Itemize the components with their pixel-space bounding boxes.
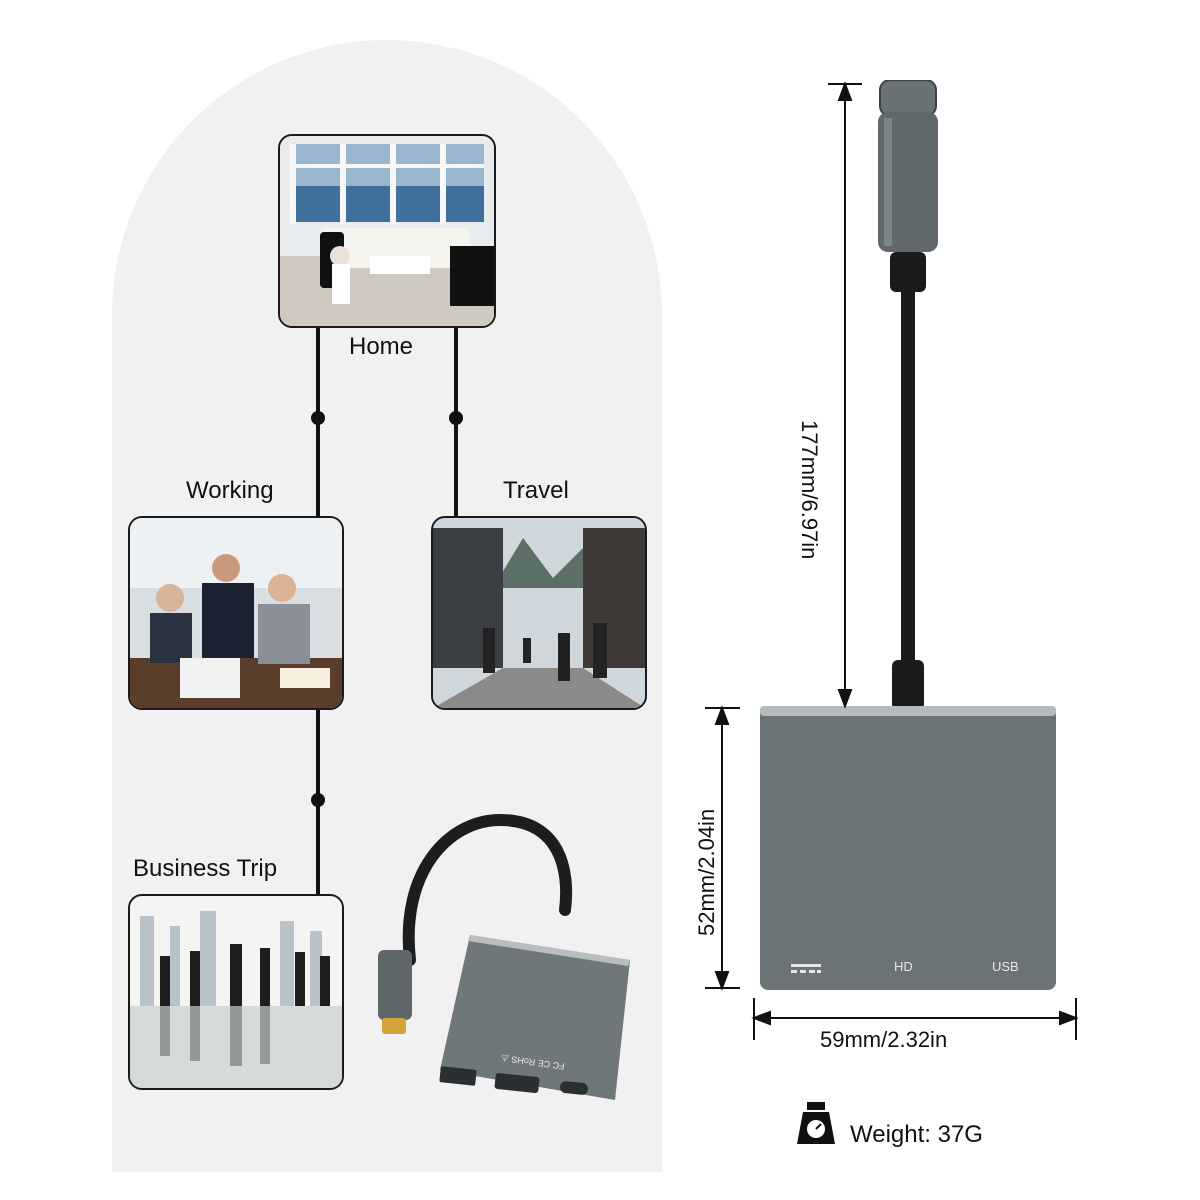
adapter-angled-illustration: FC CE RoHS ⚠ [378, 813, 630, 1100]
home-label: Home [349, 333, 414, 360]
hd-port-label: HD [894, 959, 913, 974]
connector-dot [311, 793, 325, 807]
travel-label: Travel [503, 477, 569, 504]
weight-label: Weight: 37G [850, 1121, 983, 1148]
cable-length-label: 177mm/6.97in [797, 420, 822, 560]
usb-port-label: USB [992, 959, 1019, 974]
connector-dot [449, 411, 463, 425]
connector-dot [311, 411, 325, 425]
working-label: Working [186, 477, 274, 504]
body-height-label: 52mm/2.04in [694, 808, 719, 936]
port-icon-ethernet [791, 962, 821, 976]
home-photo [278, 134, 496, 328]
business-trip-label: Business Trip [133, 855, 278, 882]
business-trip-photo [128, 894, 344, 1090]
working-photo [128, 516, 344, 710]
weight-scale-icon [797, 1102, 835, 1144]
body-width-label: 59mm/2.32in [820, 1027, 948, 1052]
adapter-front-illustration [760, 80, 1056, 990]
travel-photo [431, 516, 647, 710]
